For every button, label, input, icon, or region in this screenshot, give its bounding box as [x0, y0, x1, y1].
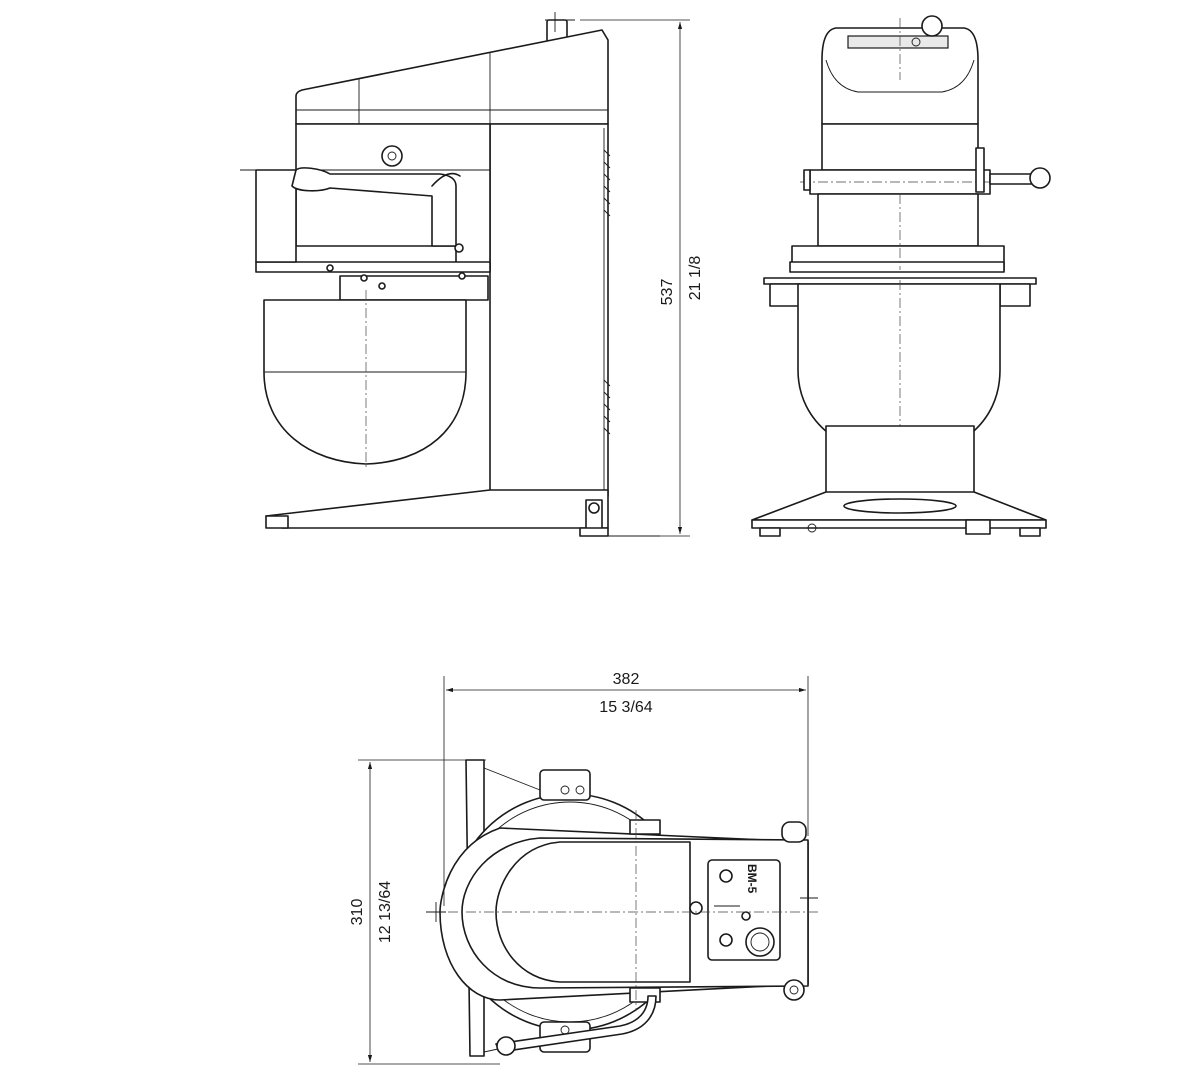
- model-label: BM-5: [745, 864, 759, 894]
- front-view: [751, 15, 1051, 537]
- depth-in-label: 12 13/64: [377, 881, 394, 943]
- height-dimension: 537 21 1/8: [580, 19, 704, 537]
- height-in-label: 21 1/8: [687, 256, 704, 301]
- width-in-label: 15 3/64: [599, 699, 652, 716]
- width-dimension: 382 15 3/64: [443, 671, 809, 906]
- side-view: [240, 12, 660, 537]
- height-mm-label: 537: [659, 279, 676, 306]
- width-mm-label: 382: [613, 671, 640, 688]
- top-view: BM-5: [426, 759, 820, 1057]
- depth-dimension: 310 12 13/64: [349, 759, 500, 1065]
- depth-mm-label: 310: [349, 899, 366, 926]
